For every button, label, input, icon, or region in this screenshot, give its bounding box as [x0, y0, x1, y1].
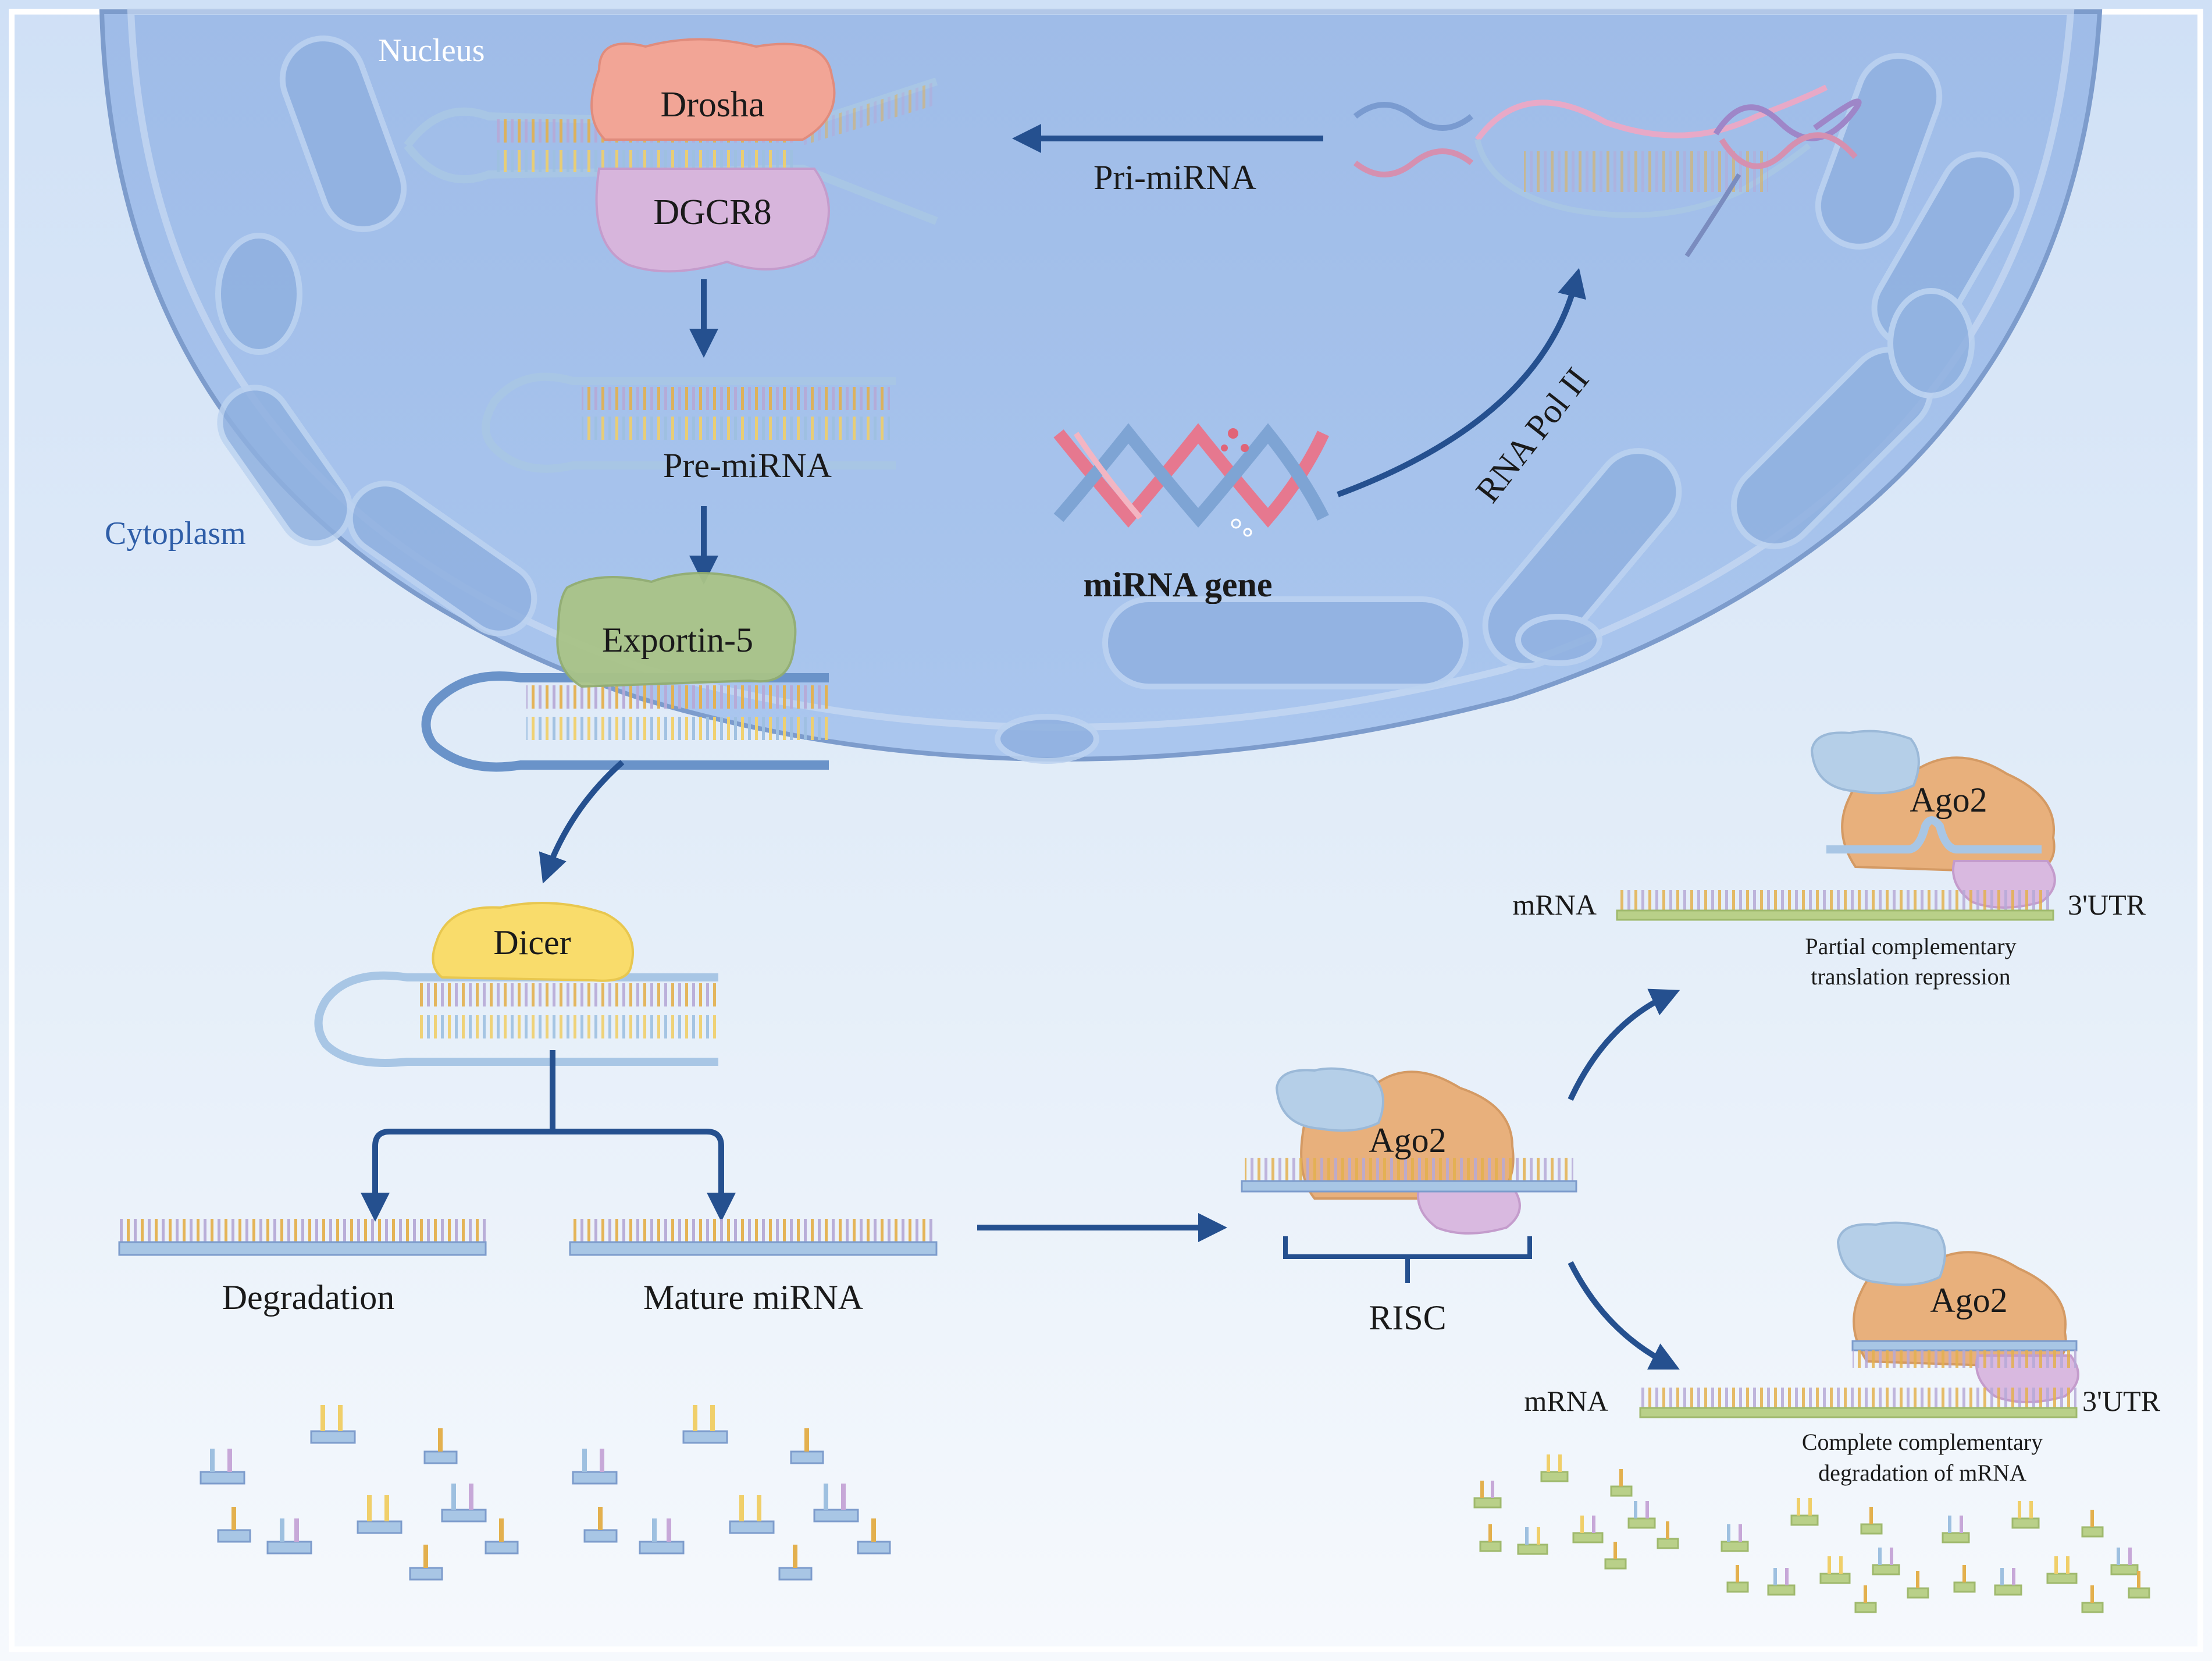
dgcr8-label: DGCR8 — [653, 193, 771, 232]
mature-mirna-strand — [569, 1219, 938, 1256]
branch-arrows — [361, 1050, 736, 1222]
cytoplasm-label: Cytoplasm — [105, 515, 246, 552]
partial-line2: translation repression — [1811, 963, 2010, 990]
rna-pol-arrow — [1337, 268, 1586, 497]
utr-bottom-label: 3'UTR — [2082, 1385, 2161, 1417]
mirna-gene-dna — [1053, 423, 1329, 537]
pri-mirna-transcript — [1353, 84, 1862, 258]
mrna-top-label: mRNA — [1513, 888, 1597, 921]
complete-line2: degradation of mRNA — [1818, 1460, 2026, 1486]
mature-mirna-label: Mature miRNA — [643, 1278, 863, 1317]
arrow-to-partial — [1568, 988, 1680, 1101]
complete-line1: Complete complementary — [1802, 1429, 2043, 1455]
risc-label: RISC — [1369, 1299, 1446, 1337]
nucleus-label: Nucleus — [378, 33, 485, 69]
mrna-bottom-label: mRNA — [1524, 1385, 1608, 1417]
dicer-complex: Dicer — [314, 902, 718, 1067]
pri-mirna-label: Pri-miRNA — [1093, 158, 1256, 197]
risc-complex: Ago2 — [1241, 1067, 1577, 1283]
exportin-complex: Exportin-5 — [421, 572, 829, 772]
arrow-to-dicer — [539, 760, 625, 884]
arrow-to-complete — [1568, 1261, 1680, 1370]
ago2-complete-label: Ago2 — [1930, 1281, 2007, 1319]
complete-complementary-complex: Ago2 — [1639, 1221, 2079, 1418]
dgcr8-protein — [595, 168, 830, 273]
drosha-protein — [590, 38, 836, 141]
mrna-fragments — [1473, 1454, 2150, 1613]
exportin-protein — [556, 572, 797, 688]
pre-mirna-label: Pre-miRNA — [663, 446, 832, 485]
ago2-risc-label: Ago2 — [1369, 1121, 1446, 1160]
dicer-protein — [432, 902, 634, 982]
utr-top-label: 3'UTR — [2068, 888, 2146, 921]
dicer-label: Dicer — [493, 923, 571, 962]
pre-mirna-hairpin — [482, 372, 896, 473]
partial-complementary-complex: Ago2 — [1616, 730, 2056, 921]
drosha-label: Drosha — [660, 85, 764, 125]
partial-line1: Partial complementary — [1805, 933, 2016, 959]
exportin-label: Exportin-5 — [602, 621, 753, 659]
mirna-gene-label: miRNA gene — [1084, 565, 1273, 604]
degradation-strand — [118, 1219, 487, 1256]
pri-mirna-processing: Drosha DGCR8 — [404, 38, 938, 273]
degradation-fragments — [200, 1405, 891, 1581]
ago2-partial-label: Ago2 — [1910, 781, 1987, 819]
degradation-label: Degradation — [222, 1278, 395, 1317]
